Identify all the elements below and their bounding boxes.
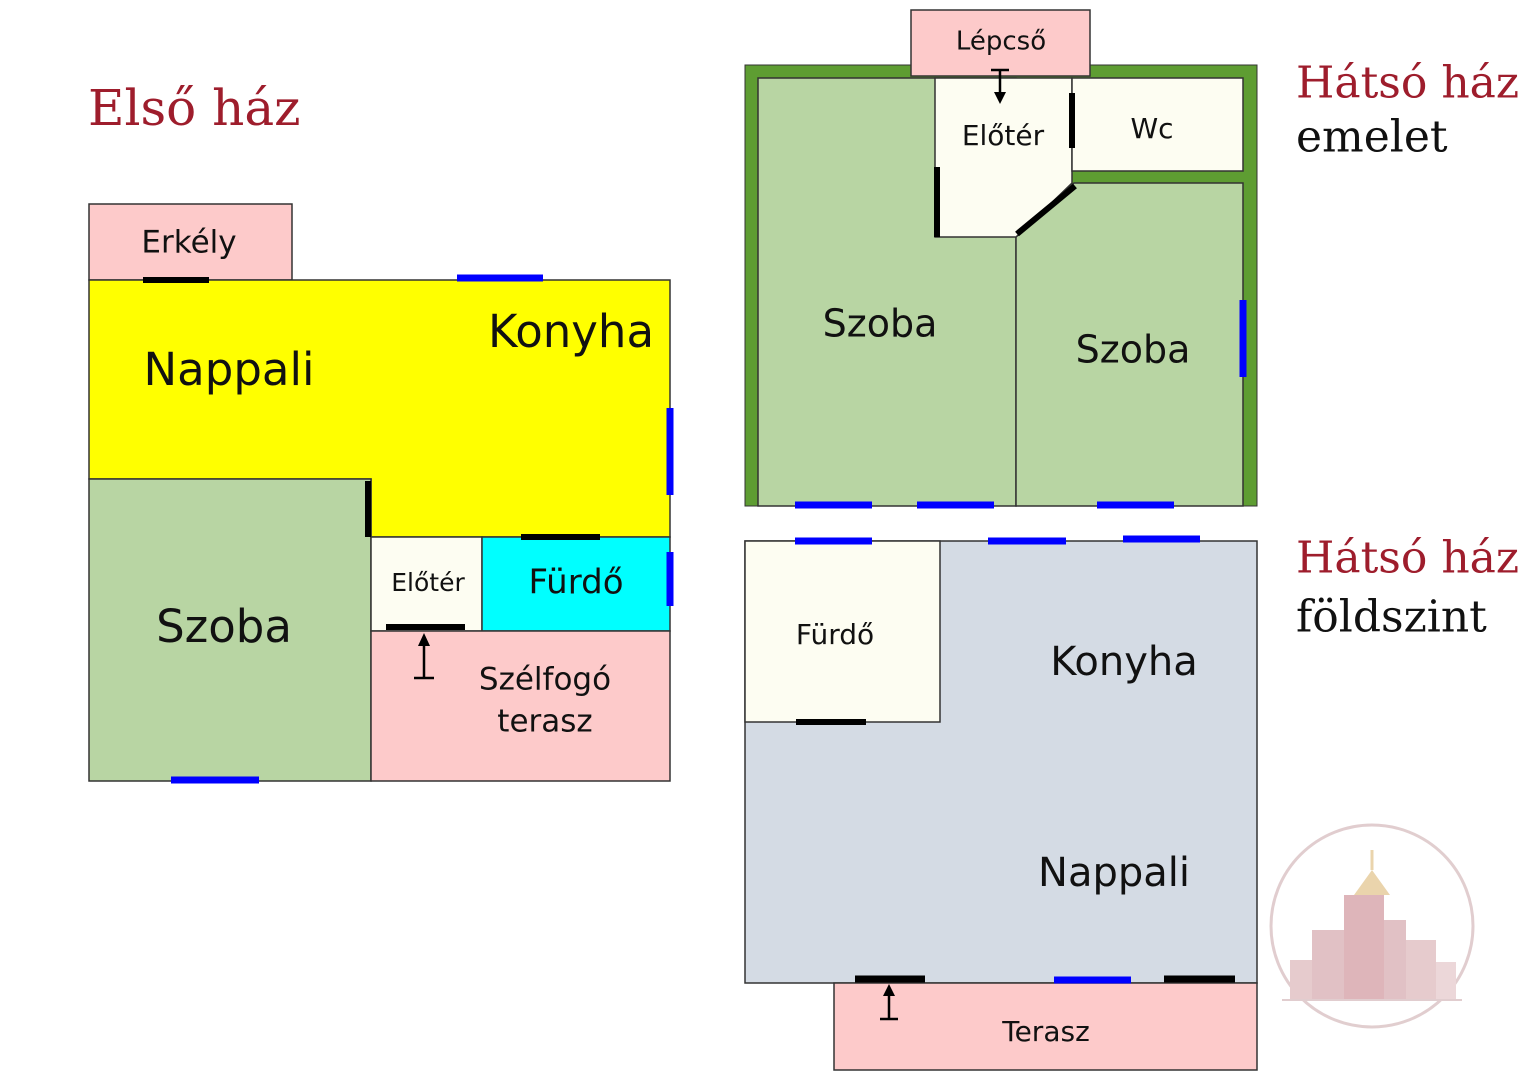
- upper-stairs: [910, 9, 1091, 77]
- label-terasz: terasz: [497, 704, 592, 740]
- heading-front-house: Első ház: [88, 79, 301, 137]
- entrance-arrow-icon: [880, 984, 898, 1021]
- building-logo: [1269, 823, 1475, 1029]
- label-furdo: Fürdő: [528, 563, 623, 603]
- front-bathroom: [481, 536, 671, 632]
- heading-back-ground-sub: földszint: [1296, 592, 1487, 643]
- back-house-ground-plan: Fürdő Konyha Nappali Terasz: [744, 535, 1258, 1071]
- heading-back-ground-title: Hátsó ház: [1296, 533, 1519, 584]
- label-szoba-left: Szoba: [823, 302, 938, 346]
- ground-terrace: [833, 982, 1258, 1071]
- label-eloter: Előtér: [962, 119, 1045, 152]
- front-house-plan: Erkély Nappali Konyha Szoba Előtér Fürdő…: [88, 203, 674, 784]
- label-szoba: Szoba: [156, 600, 292, 653]
- stairs-arrow-icon: [991, 68, 1009, 104]
- label-nappali: Nappali: [1038, 850, 1190, 896]
- label-szoba-right: Szoba: [1076, 328, 1191, 372]
- door: [1015, 183, 1077, 237]
- label-furdo: Fürdő: [796, 618, 874, 651]
- entrance-arrow-icon: [414, 633, 434, 680]
- front-entry: [370, 536, 483, 632]
- upper-wc: [1071, 77, 1244, 172]
- front-porch: [370, 630, 671, 782]
- label-erkely: Erkély: [141, 225, 236, 261]
- label-wc: Wc: [1130, 112, 1173, 145]
- label-eloter: Előtér: [391, 568, 465, 597]
- heading-back-upper-title: Hátsó ház: [1296, 58, 1519, 109]
- label-konyha: Konyha: [1050, 639, 1198, 685]
- front-balcony: [88, 203, 293, 281]
- label-lepcso: Lépcső: [956, 27, 1046, 57]
- label-terasz: Terasz: [1001, 1015, 1090, 1048]
- label-konyha: Konyha: [488, 305, 654, 358]
- heading-back-upper-sub: emelet: [1296, 112, 1448, 163]
- label-szelfogo: Szélfogó: [479, 662, 611, 698]
- back-house-upper-plan: Lépcső Előtér Wc Szoba Szoba: [744, 9, 1258, 509]
- ground-bathroom: [744, 540, 941, 723]
- label-nappali: Nappali: [144, 343, 315, 396]
